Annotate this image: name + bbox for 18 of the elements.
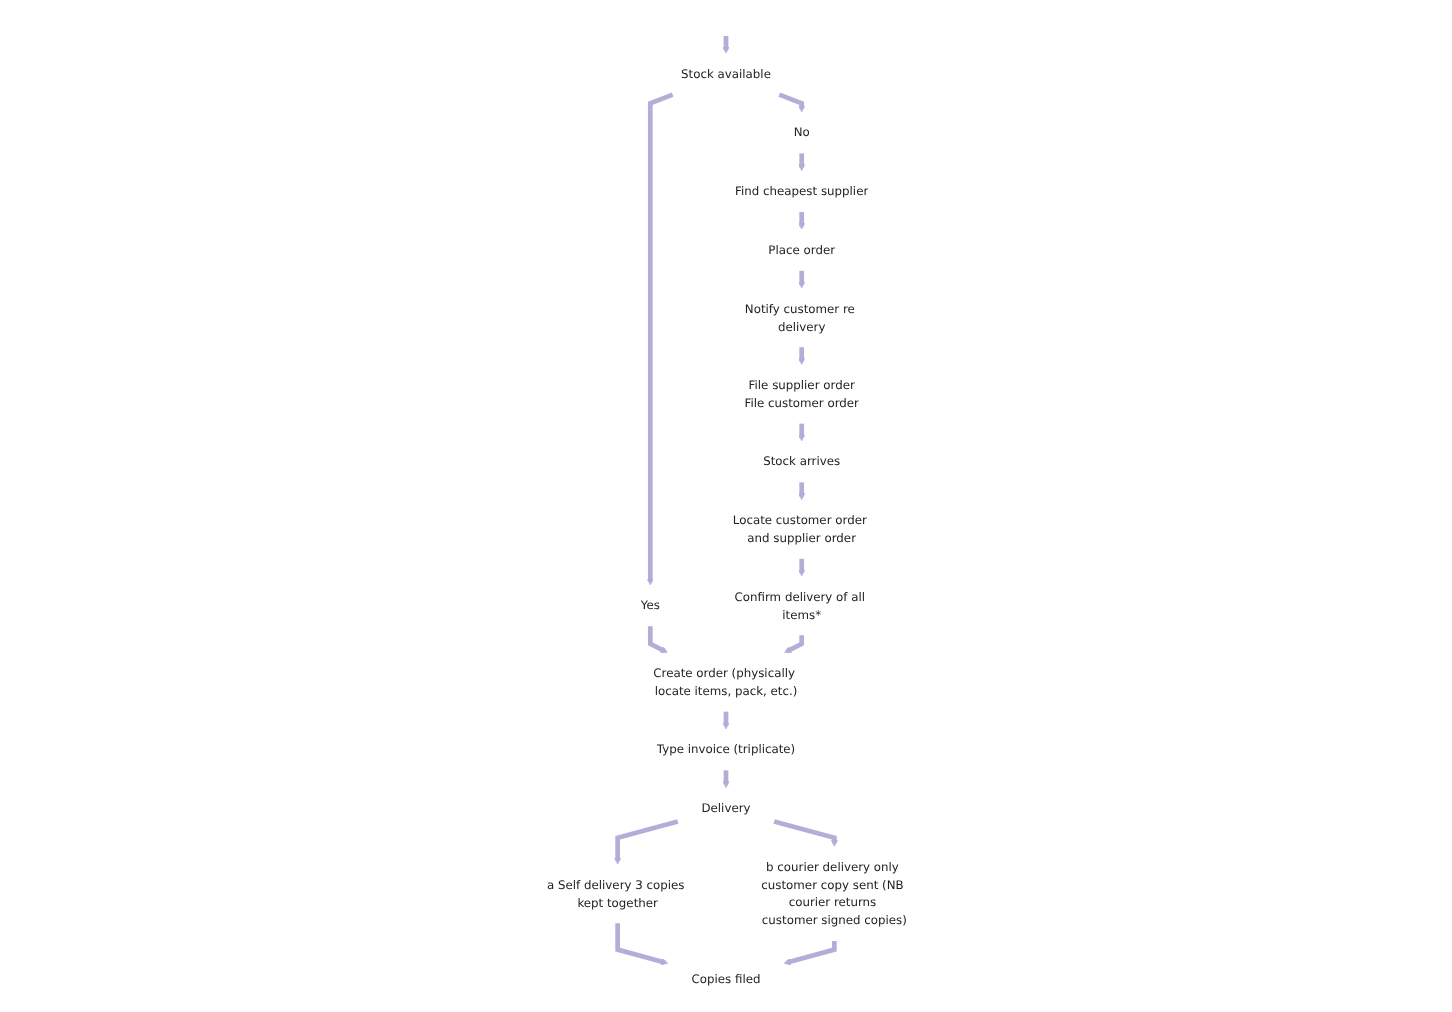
arrow [798, 347, 806, 365]
arrow [798, 270, 806, 289]
arrow [647, 626, 668, 654]
arrow [798, 153, 806, 171]
arrow [798, 423, 806, 442]
arrow [646, 92, 674, 586]
arrow [778, 92, 806, 113]
arrow [798, 482, 806, 500]
arrow [783, 941, 837, 965]
arrow [614, 819, 679, 865]
arrow [722, 770, 730, 789]
arrow [798, 558, 806, 577]
arrow [722, 711, 730, 730]
arrow [784, 635, 805, 654]
arrow [722, 35, 730, 54]
arrow [615, 923, 669, 965]
arrow [773, 819, 838, 847]
arrow [798, 212, 806, 230]
